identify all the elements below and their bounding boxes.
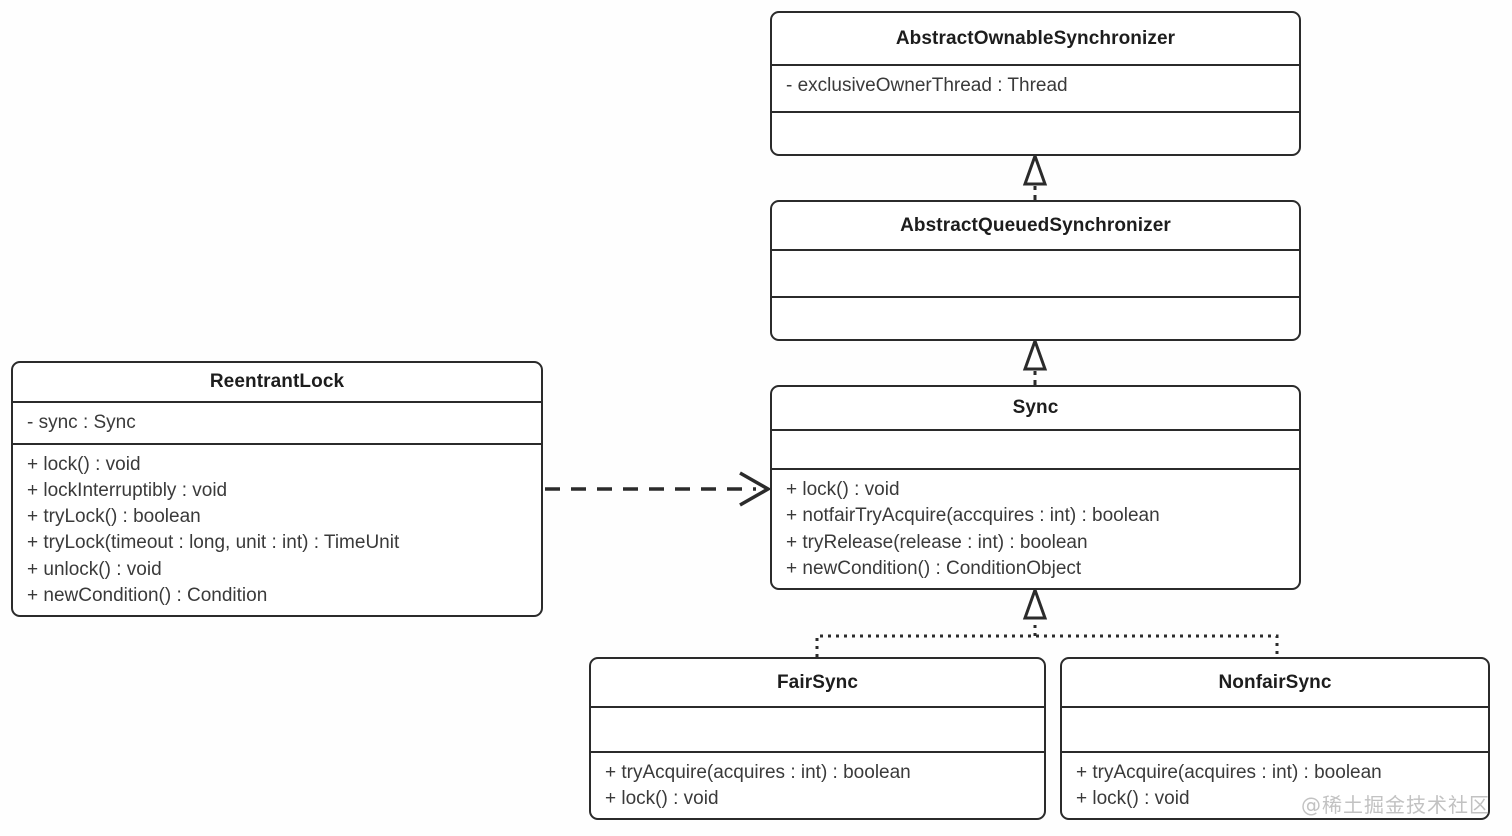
connector-aqs-to-aos: [1022, 151, 1048, 200]
method-item: + lock() : void: [605, 787, 719, 809]
method-item: + notfairTryAcquire(accquires : int) : b…: [786, 505, 1160, 527]
connector-line-bracket: [815, 634, 1279, 657]
hollow-triangle-arrowhead: [1022, 336, 1048, 371]
class-box-nonfair-sync[interactable]: NonfairSync + tryAcquire(acquires : int)…: [1060, 657, 1490, 820]
method-item: + tryAcquire(acquires : int) : boolean: [1076, 761, 1382, 783]
method-item: + tryLock(timeout : long, unit : int) : …: [27, 532, 400, 554]
class-box-sync[interactable]: Sync + lock() : void + notfairTryAcquire…: [770, 385, 1301, 590]
attribute-item: - exclusiveOwnerThread : Thread: [786, 75, 1068, 96]
class-name-fair-sync: FairSync: [776, 671, 859, 693]
method-item: + lock() : void: [27, 453, 141, 475]
method-item: + tryLock() : boolean: [27, 506, 201, 528]
class-attributes-fair-sync: [591, 706, 1044, 750]
class-name-abstract-ownable-synchronizer: AbstractOwnableSynchronizer: [895, 27, 1176, 49]
connector-sync-to-aqs: [1022, 336, 1048, 385]
class-attributes-abstract-queued-synchronizer: [772, 249, 1299, 296]
class-methods-sync: + lock() : void + notfairTryAcquire(accq…: [772, 468, 1299, 588]
class-attributes-sync: [772, 428, 1299, 468]
class-attributes-abstract-ownable-synchronizer: - exclusiveOwnerThread : Thread: [772, 64, 1299, 111]
class-box-fair-sync[interactable]: FairSync + tryAcquire(acquires : int) : …: [589, 657, 1046, 820]
class-box-reentrant-lock[interactable]: ReentrantLock - sync : Sync + lock() : v…: [11, 361, 543, 617]
class-methods-nonfair-sync: + tryAcquire(acquires : int) : boolean +…: [1062, 750, 1488, 818]
method-item: + unlock() : void: [27, 558, 162, 580]
class-methods-fair-sync: + tryAcquire(acquires : int) : boolean +…: [591, 750, 1044, 818]
class-methods-abstract-ownable-synchronizer: [772, 111, 1299, 154]
watermark-text: @稀土掘金技术社区: [1301, 793, 1490, 817]
method-item: + newCondition() : Condition: [27, 584, 268, 606]
connector-subsyncs-to-sync: [815, 585, 1279, 657]
method-item: + lock() : void: [786, 479, 900, 501]
open-arrowhead: [739, 471, 772, 507]
attribute-item: - sync : Sync: [27, 412, 136, 434]
class-name-abstract-queued-synchronizer: AbstractQueuedSynchronizer: [900, 214, 1171, 236]
connector-reentrantlock-to-sync: [545, 471, 772, 507]
hollow-triangle-arrowhead: [1022, 585, 1048, 620]
method-item: + lockInterruptibly : void: [27, 479, 228, 501]
method-item: + tryAcquire(acquires : int) : boolean: [605, 761, 911, 783]
method-item: + tryRelease(release : int) : boolean: [786, 531, 1088, 553]
class-methods-abstract-queued-synchronizer: [772, 296, 1299, 339]
class-box-abstract-ownable-synchronizer[interactable]: AbstractOwnableSynchronizer - exclusiveO…: [770, 11, 1301, 156]
class-name-sync: Sync: [1012, 396, 1059, 418]
class-box-abstract-queued-synchronizer[interactable]: AbstractQueuedSynchronizer: [770, 200, 1301, 341]
method-item: + newCondition() : ConditionObject: [786, 557, 1082, 579]
class-attributes-reentrant-lock: - sync : Sync: [13, 401, 541, 442]
class-methods-reentrant-lock: + lock() : void + lockInterruptibly : vo…: [13, 442, 541, 615]
class-attributes-nonfair-sync: [1062, 706, 1488, 750]
class-name-reentrant-lock: ReentrantLock: [209, 371, 345, 393]
hollow-triangle-arrowhead: [1022, 151, 1048, 186]
class-name-nonfair-sync: NonfairSync: [1218, 671, 1332, 693]
method-item: + lock() : void: [1076, 787, 1190, 809]
